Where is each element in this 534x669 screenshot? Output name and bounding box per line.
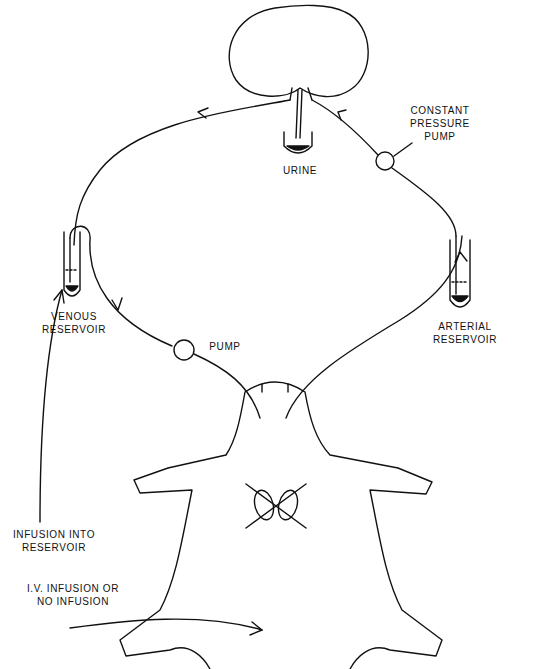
outflow-tube [69,238,70,282]
iv-infusion-line [70,619,262,630]
arrow-head [250,622,262,635]
pump-symbol [174,340,194,360]
urine-vessel [284,132,312,153]
cross-mark [246,484,306,528]
urine-fluid [287,146,309,150]
reservoir-fluid [452,296,468,302]
arrow-head [338,110,346,120]
reservoir-fluid [66,286,78,291]
removed-kidney [275,488,300,522]
arrow-head [112,298,122,310]
renal-perfusion-line [312,100,378,155]
kidney [229,5,368,96]
reservoir-label: VENOUS RESERVOIR [34,310,114,336]
animal-outline [120,382,442,669]
leader-line [394,143,412,156]
renal-perfusion-line [392,168,456,236]
arrow-head [198,108,208,118]
outflow-tube [455,236,456,294]
reservoir-fluid-level [66,269,78,270]
arterial-reservoir [450,240,470,307]
pump-line [194,354,260,418]
arrow-head [54,290,64,303]
reservoir-fluid-level [452,281,468,282]
arrow-head [455,252,467,262]
ureter [296,90,302,138]
venous-reservoir [64,232,80,296]
renal-artery [308,88,312,100]
removed-kidney [251,488,276,522]
pump-label: CONSTANT PRESSURE PUMP [400,104,480,143]
reservoir-label: ARTERIAL RESERVOIR [420,320,510,346]
infusion-label: INFUSION INTO RESERVOIR [4,528,104,554]
renal-vein [290,88,292,100]
constant-pressure-pump [376,152,394,170]
venous-line [74,100,290,245]
infusion-label: I.V. INFUSION OR NO INFUSION [18,582,128,608]
animal-nostrils [262,384,288,392]
pump-label: PUMP [200,340,250,353]
arterial-line [286,236,462,418]
urine-label: URINE [270,164,330,177]
